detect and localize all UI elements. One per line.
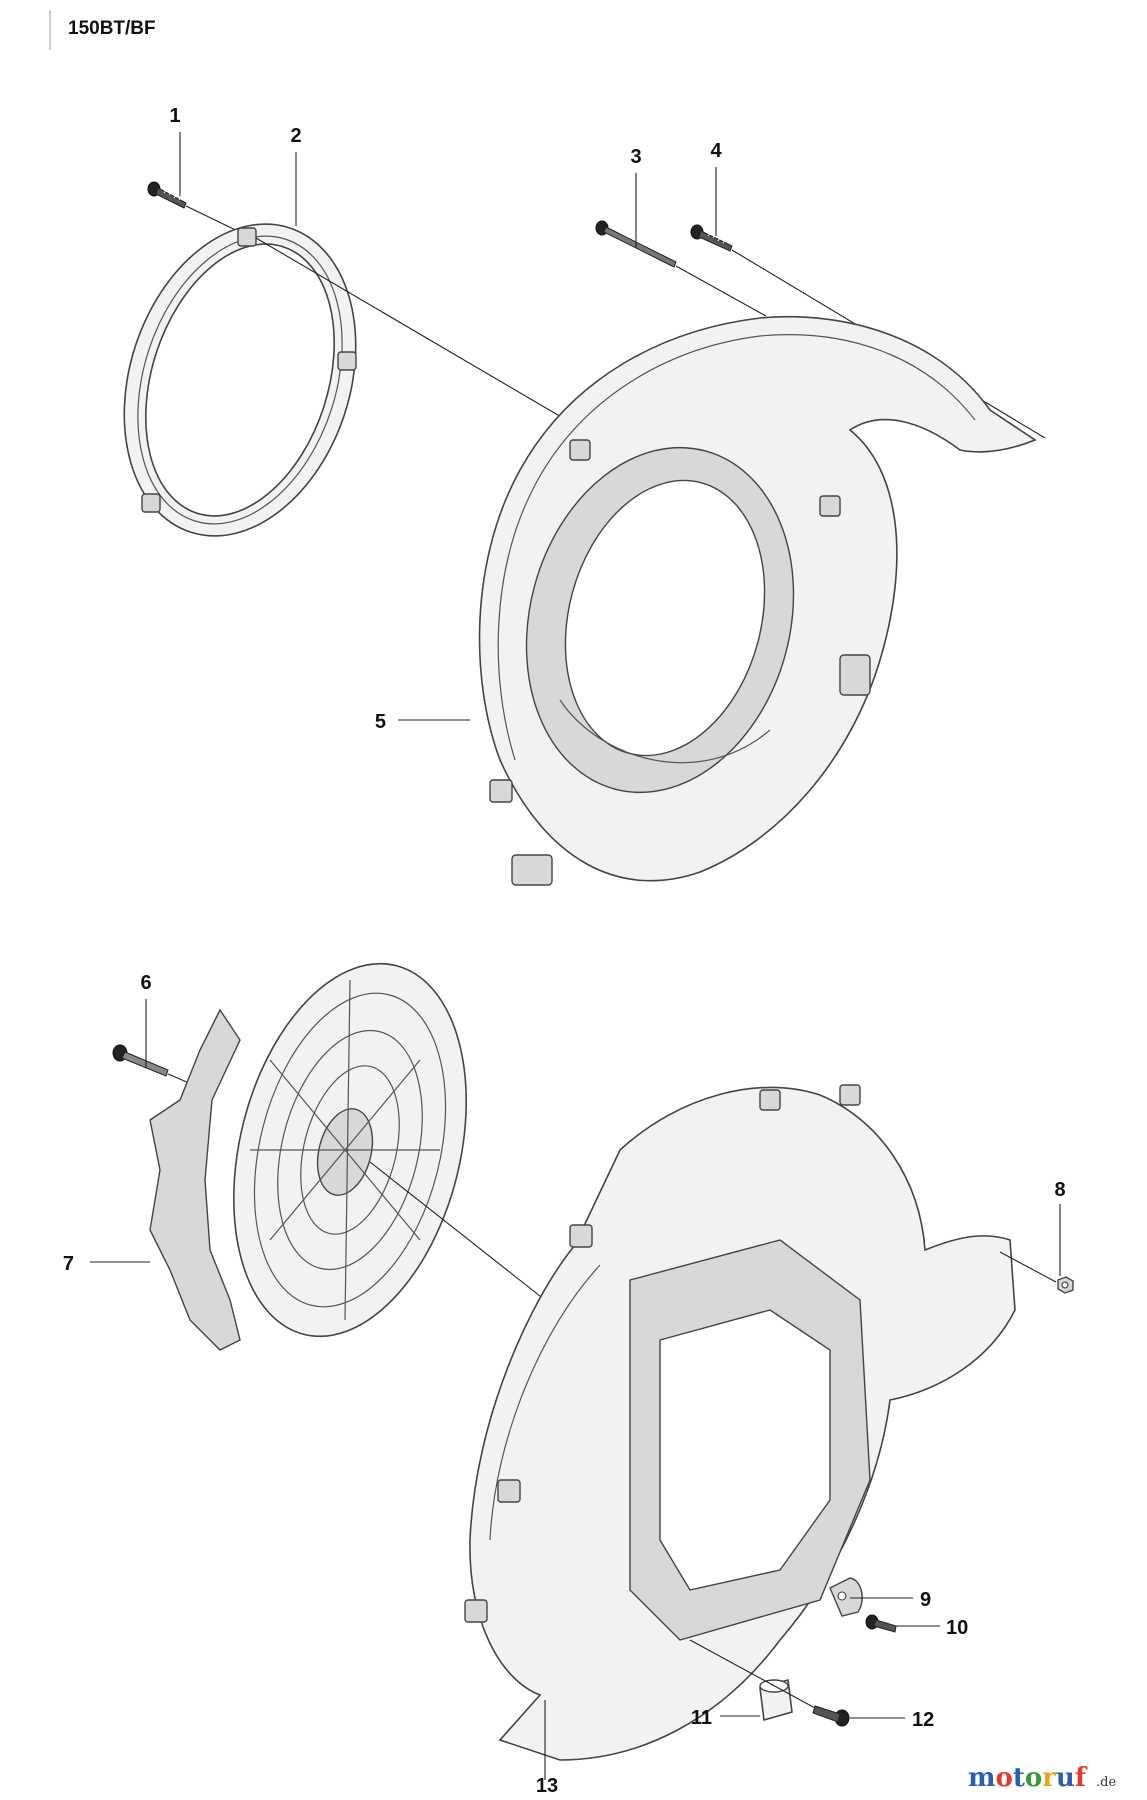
watermark-suffix: .de [1096, 1775, 1116, 1790]
part-number-label: 11 [691, 1707, 712, 1729]
clamp-part-9 [829, 1577, 863, 1617]
part-number-label: 6 [140, 972, 151, 994]
ring-part-2 [123, 223, 357, 537]
bolt-part-3 [595, 220, 677, 268]
part-number-label: 8 [1054, 1179, 1065, 1201]
fan-part-7 [149, 962, 468, 1351]
part-number-label: 13 [536, 1775, 558, 1797]
part-number-label: 10 [946, 1617, 968, 1639]
part-number-label: 3 [630, 146, 641, 168]
part-number-label: 9 [920, 1589, 931, 1611]
watermark-logo: motoruf .de [968, 1763, 1116, 1793]
fan-housing-part-13 [464, 1084, 1016, 1761]
screw-part-4 [690, 224, 733, 252]
bolt-part-6 [112, 1044, 169, 1077]
screw-part-1 [147, 181, 187, 209]
part-number-label: 4 [710, 140, 722, 162]
part-number-label: 7 [63, 1253, 74, 1275]
watermark-text: motoruf [968, 1763, 1088, 1793]
part-number-label: 5 [375, 711, 386, 733]
nut-part-8 [1057, 1276, 1074, 1294]
screw-part-10 [865, 1614, 897, 1633]
housing-cover-part-5 [478, 315, 1037, 886]
grommet-part-11 [759, 1678, 793, 1722]
part-number-label: 2 [290, 125, 301, 147]
screw-part-12 [812, 1705, 850, 1727]
part-number-label: 1 [169, 105, 180, 127]
part-number-label: 12 [912, 1709, 934, 1731]
model-title: 150BT/BF [68, 18, 156, 39]
